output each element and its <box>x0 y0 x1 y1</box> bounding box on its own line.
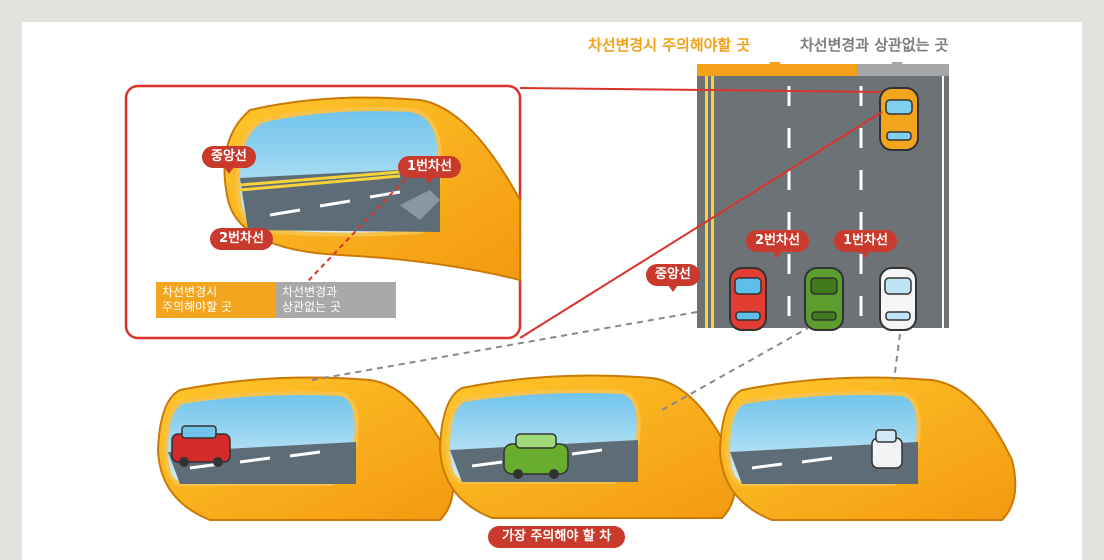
white-car <box>879 267 917 331</box>
caution-zone-label: 차선변경시 주의해야할 곳 <box>588 36 751 54</box>
legend-caution-line1: 차선변경시 <box>162 285 218 299</box>
safe-zone-label: 차선변경과 상관없는 곳 <box>800 36 949 54</box>
legend-caution: 차선변경시 주의해야할 곳 <box>156 282 276 318</box>
legend-safe: 차선변경과 상관없는 곳 <box>276 282 396 318</box>
legend-safe-line2: 상관없는 곳 <box>282 300 342 314</box>
red-car-in-mirror <box>171 425 231 467</box>
legend-caution-line2: 주의해야할 곳 <box>162 300 233 314</box>
mirror-lane-1-label: 1번차선 <box>398 156 461 184</box>
road-lane-2-label: 2번차선 <box>746 230 809 258</box>
white-car-in-mirror <box>871 429 903 469</box>
legend-safe-line1: 차선변경과 <box>282 285 338 299</box>
green-car <box>804 267 844 331</box>
caution-zone-bar <box>697 64 857 76</box>
mirror-center-line-label: 중앙선 <box>202 146 256 174</box>
zoom-mirror <box>223 96 521 282</box>
road-center-line-label: 중앙선 <box>646 264 700 292</box>
bottom-mirror-left <box>156 376 455 521</box>
most-caution-caption: 가장 주의해야 할 차 <box>488 526 626 548</box>
safe-zone-bar <box>857 64 949 76</box>
green-car-in-mirror <box>503 433 569 479</box>
bottom-mirror-center <box>438 374 737 519</box>
mirror-lane-2-label: 2번차선 <box>210 228 273 250</box>
bottom-mirror-right <box>718 376 1017 521</box>
road-lane-1-label: 1번차선 <box>834 230 897 258</box>
top-car <box>879 87 919 151</box>
center-line <box>705 76 708 328</box>
red-car <box>729 267 767 331</box>
road-overview <box>697 62 949 331</box>
